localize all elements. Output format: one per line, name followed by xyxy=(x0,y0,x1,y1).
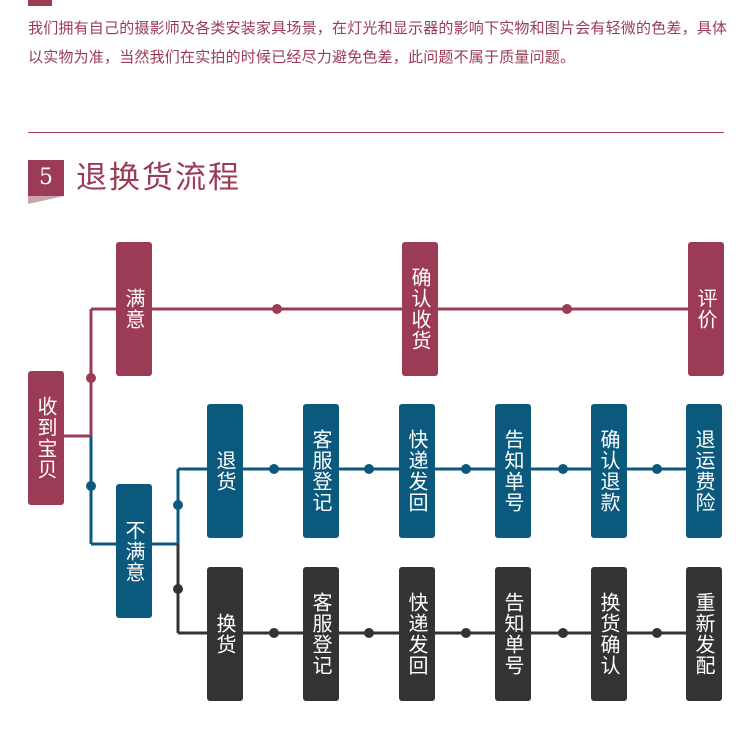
node-satisfied: 满意 xyxy=(116,242,152,376)
dark-dot-4 xyxy=(461,628,471,638)
node-return-shipping-insurance: 退运费险 xyxy=(686,404,722,538)
section-title: 退换货流程 xyxy=(76,160,241,196)
node-return-cs-register: 客服登记 xyxy=(303,404,339,538)
blue-dot-0 xyxy=(86,481,96,491)
node-return: 退货 xyxy=(207,404,243,538)
red-dot-3 xyxy=(562,304,572,314)
dark-dot-2 xyxy=(269,628,279,638)
red-dot-2 xyxy=(272,304,282,314)
node-received: 收到宝贝 xyxy=(28,371,64,505)
node-return-tracking: 告知单号 xyxy=(495,404,531,538)
dark-dot-3 xyxy=(364,628,374,638)
node-exchange-ship-back: 快递发回 xyxy=(399,567,435,701)
intro-paragraph: 我们拥有自己的摄影师及各类安装家具场景，在灯光和显示器的影响下实物和图片会有轻微… xyxy=(28,19,728,66)
section-divider xyxy=(28,132,724,133)
top-accent-tab xyxy=(28,0,52,6)
section-number-badge: 5 xyxy=(28,160,64,196)
node-unsatisfied: 不满意 xyxy=(116,484,152,618)
badge-fold-shadow xyxy=(28,196,64,204)
node-exchange-confirm: 换货确认 xyxy=(591,567,627,701)
dark-dot-5 xyxy=(558,628,568,638)
dark-dot-6 xyxy=(652,628,662,638)
node-return-refund: 确认退款 xyxy=(591,404,627,538)
node-exchange-cs-register: 客服登记 xyxy=(303,567,339,701)
blue-dot-5 xyxy=(558,464,568,474)
blue-dot-4 xyxy=(461,464,471,474)
blue-dot-3 xyxy=(364,464,374,474)
blue-dot-1 xyxy=(173,500,183,510)
node-return-ship-back: 快递发回 xyxy=(399,404,435,538)
node-exchange: 换货 xyxy=(207,567,243,701)
node-exchange-reship: 重新发配 xyxy=(686,567,722,701)
node-confirm-receipt: 确认收货 xyxy=(402,242,438,376)
blue-dot-6 xyxy=(652,464,662,474)
dark-dot-1 xyxy=(173,584,183,594)
node-exchange-tracking: 告知单号 xyxy=(495,567,531,701)
blue-dot-2 xyxy=(269,464,279,474)
node-review: 评价 xyxy=(688,242,724,376)
red-dot-1 xyxy=(86,373,96,383)
